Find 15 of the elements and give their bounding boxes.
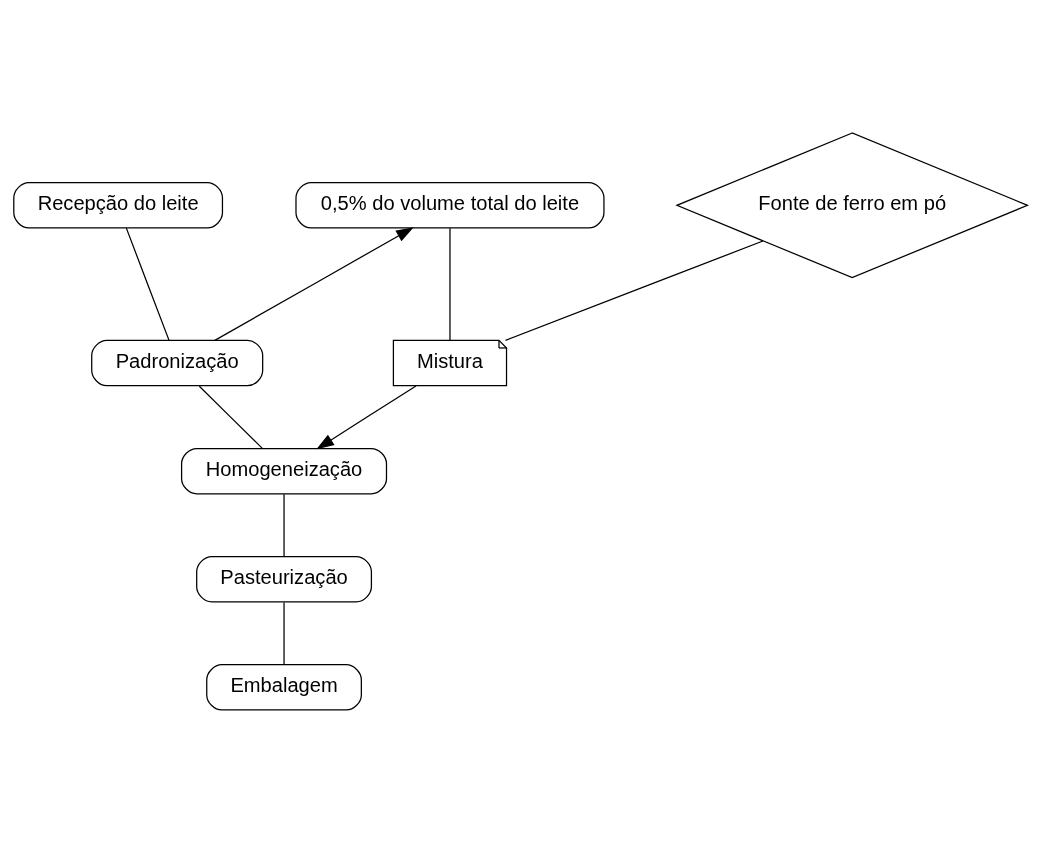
connector	[125, 227, 170, 341]
node-box: Padronização	[91, 339, 264, 386]
connector	[283, 493, 285, 557]
node-diamond: Fonte de ferro em pó	[675, 131, 1030, 278]
connector	[198, 385, 263, 449]
connector	[504, 239, 764, 341]
arrow	[316, 384, 417, 449]
node-box: 0,5% do volume total do leite	[295, 181, 605, 229]
connector	[449, 227, 451, 341]
connector	[283, 601, 285, 665]
node-box: Pasteurização	[196, 555, 373, 602]
node-box: Embalagem	[206, 663, 362, 711]
node-box: Recepção do leite	[13, 181, 224, 229]
node-box: Homogeneização	[180, 447, 388, 494]
arrow	[214, 226, 414, 341]
